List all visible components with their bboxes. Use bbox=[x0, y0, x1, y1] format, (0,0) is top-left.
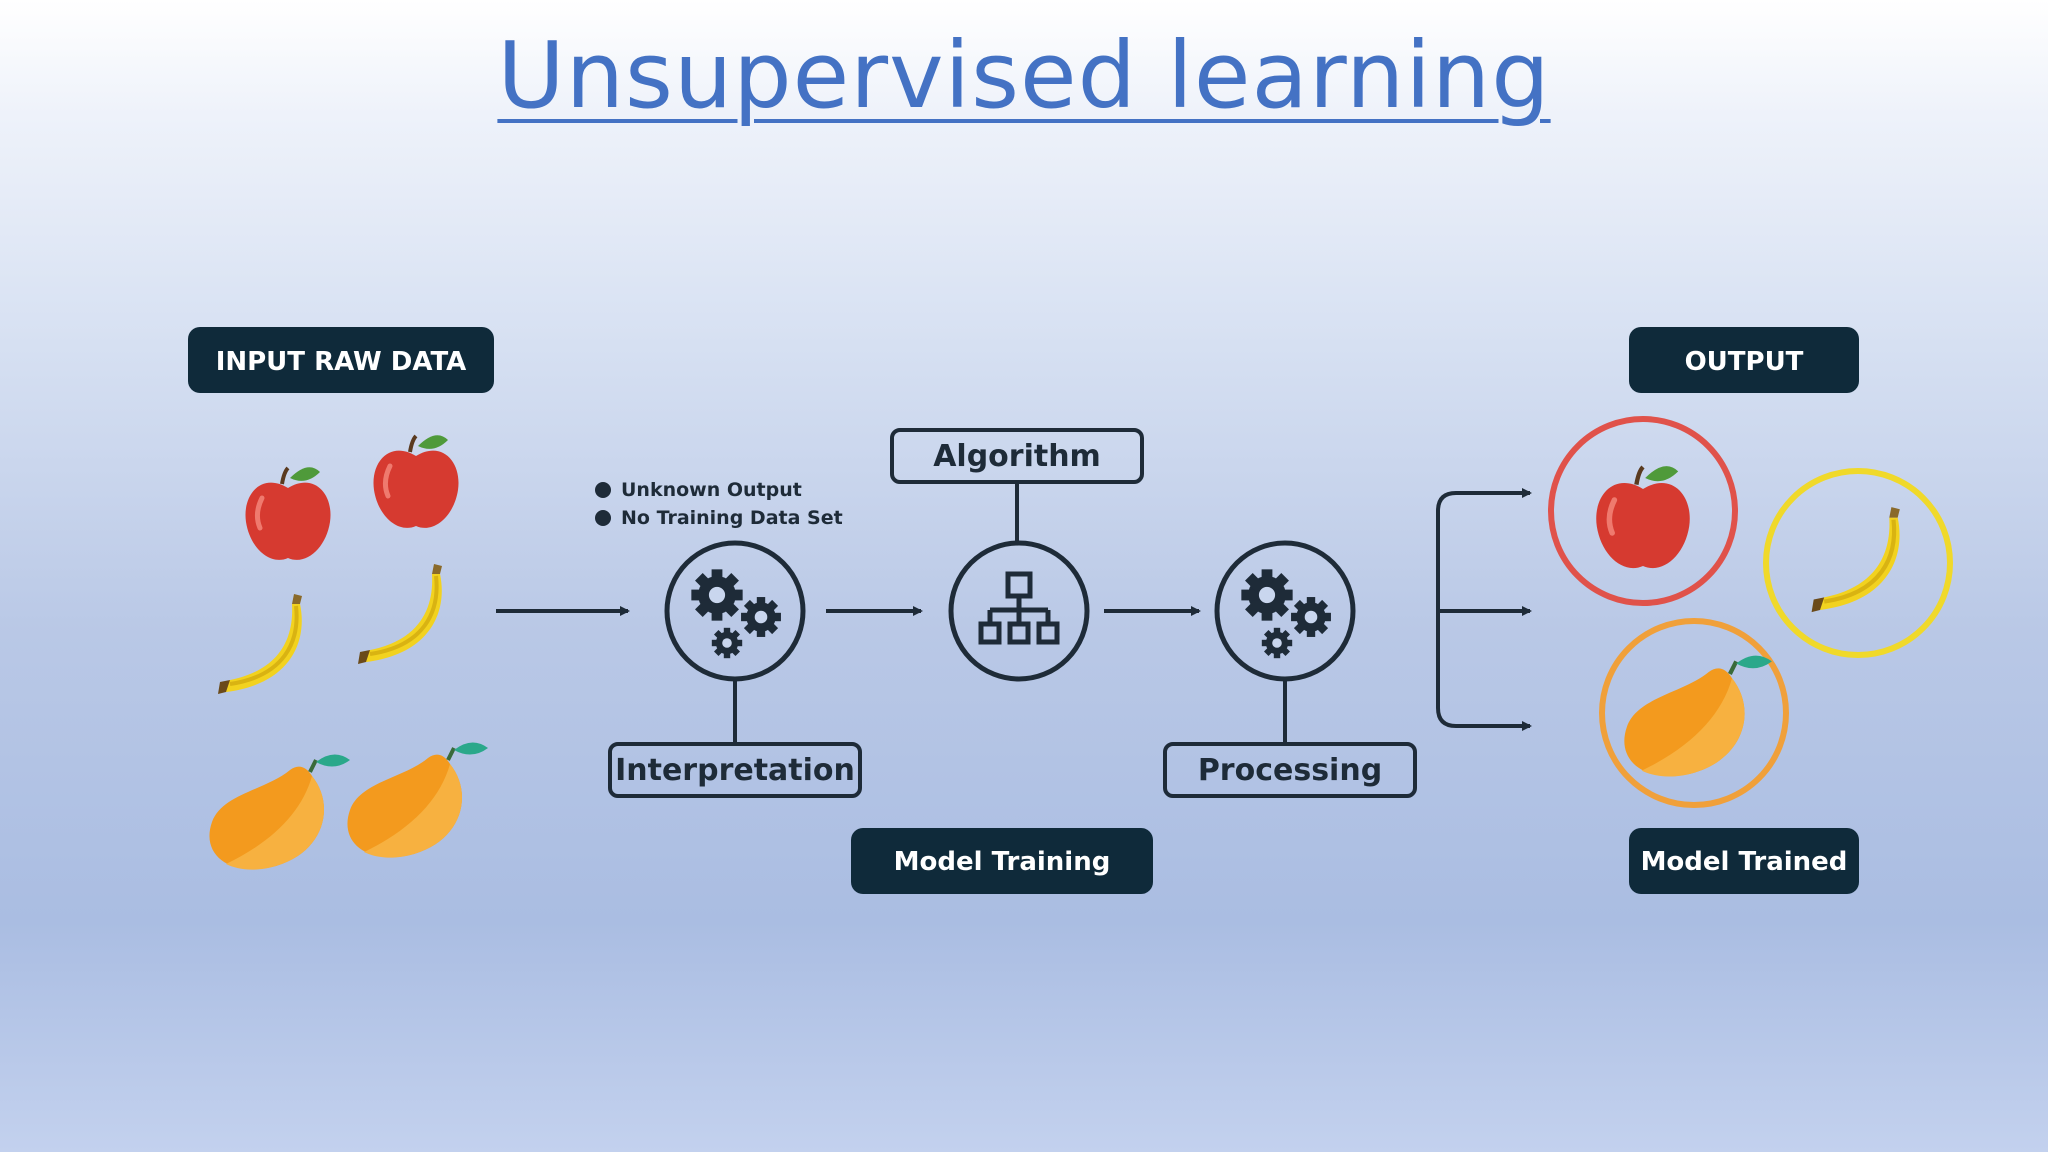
model-trained-label: Model Trained bbox=[1641, 847, 1848, 877]
output-pill: OUTPUT bbox=[1629, 327, 1859, 393]
algorithm-label: Algorithm bbox=[933, 439, 1101, 474]
note-unknown-output: Unknown Output bbox=[621, 479, 802, 501]
banana-icon bbox=[356, 562, 444, 666]
output-banana-cluster bbox=[1763, 468, 1953, 658]
input-raw-data-pill: INPUT RAW DATA bbox=[188, 327, 494, 393]
hierarchy-icon bbox=[978, 571, 1060, 645]
input-raw-data-label: INPUT RAW DATA bbox=[216, 347, 467, 377]
apple-icon bbox=[245, 467, 330, 560]
output-label: OUTPUT bbox=[1685, 347, 1804, 377]
mango-icon bbox=[207, 752, 352, 872]
apple-icon bbox=[1596, 466, 1690, 568]
branch-arrows bbox=[1436, 488, 1532, 731]
note-no-training-data: No Training Data Set bbox=[621, 507, 843, 529]
output-apple-cluster bbox=[1548, 416, 1738, 606]
banana-icon bbox=[1812, 507, 1900, 612]
model-training-pill: Model Training bbox=[851, 828, 1153, 894]
output-mango-cluster bbox=[1599, 618, 1789, 808]
notes-list: Unknown Output No Training Data Set bbox=[595, 479, 843, 529]
gears-icon bbox=[691, 569, 781, 658]
model-training-label: Model Training bbox=[894, 847, 1111, 877]
processing-node: Processing bbox=[1163, 540, 1417, 798]
mango-icon bbox=[345, 740, 490, 860]
gears-icon bbox=[1241, 569, 1331, 658]
model-trained-pill: Model Trained bbox=[1629, 828, 1859, 894]
processing-label: Processing bbox=[1198, 753, 1382, 788]
algorithm-node: Algorithm bbox=[890, 428, 1144, 682]
interpretation-node: Interpretation bbox=[608, 540, 862, 798]
banana-icon bbox=[216, 592, 304, 696]
interpretation-label: Interpretation bbox=[615, 753, 855, 788]
slide-title: Unsupervised learning bbox=[497, 22, 1551, 129]
apple-icon bbox=[373, 435, 458, 528]
mango-icon bbox=[1624, 656, 1772, 777]
